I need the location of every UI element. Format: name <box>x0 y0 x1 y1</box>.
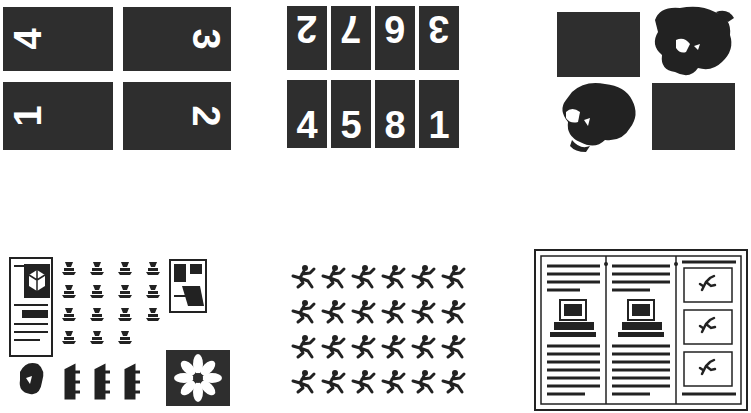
page-number: 6 <box>384 10 405 48</box>
dark-square <box>557 12 640 77</box>
dark-panel: 5 <box>331 80 371 148</box>
dark-panel: 1 <box>3 82 113 150</box>
dark-panel: 6 <box>375 6 415 70</box>
face-image <box>562 83 635 152</box>
page-number: 3 <box>428 10 449 48</box>
page-number: 4 <box>296 106 317 144</box>
page-number: 1 <box>9 105 47 126</box>
dark-panel: 3 <box>123 7 231 71</box>
page-number: 8 <box>384 106 405 144</box>
page-number: 3 <box>187 28 225 49</box>
page-number: 5 <box>340 106 361 144</box>
dark-panel: 7 <box>331 6 371 70</box>
dark-panel: 4 <box>3 7 113 71</box>
dark-square <box>652 83 735 150</box>
page-number: 4 <box>9 28 47 49</box>
page-number: 7 <box>340 10 361 48</box>
framed-layout <box>535 250 747 410</box>
dark-panel: 1 <box>419 80 459 148</box>
dark-panel: 3 <box>419 6 459 70</box>
dark-panel: 8 <box>375 80 415 148</box>
dark-panel: 2 <box>287 6 327 70</box>
dark-panel: 2 <box>123 82 231 150</box>
page-number: 2 <box>187 105 225 126</box>
face-image <box>655 7 734 76</box>
poster-collage <box>10 258 230 406</box>
dark-panel: 4 <box>287 80 327 148</box>
runner-grid <box>293 265 464 392</box>
page-number: 2 <box>296 10 317 48</box>
computer-icon <box>550 300 596 337</box>
computer-icon <box>618 300 664 337</box>
page-number: 1 <box>428 106 449 144</box>
